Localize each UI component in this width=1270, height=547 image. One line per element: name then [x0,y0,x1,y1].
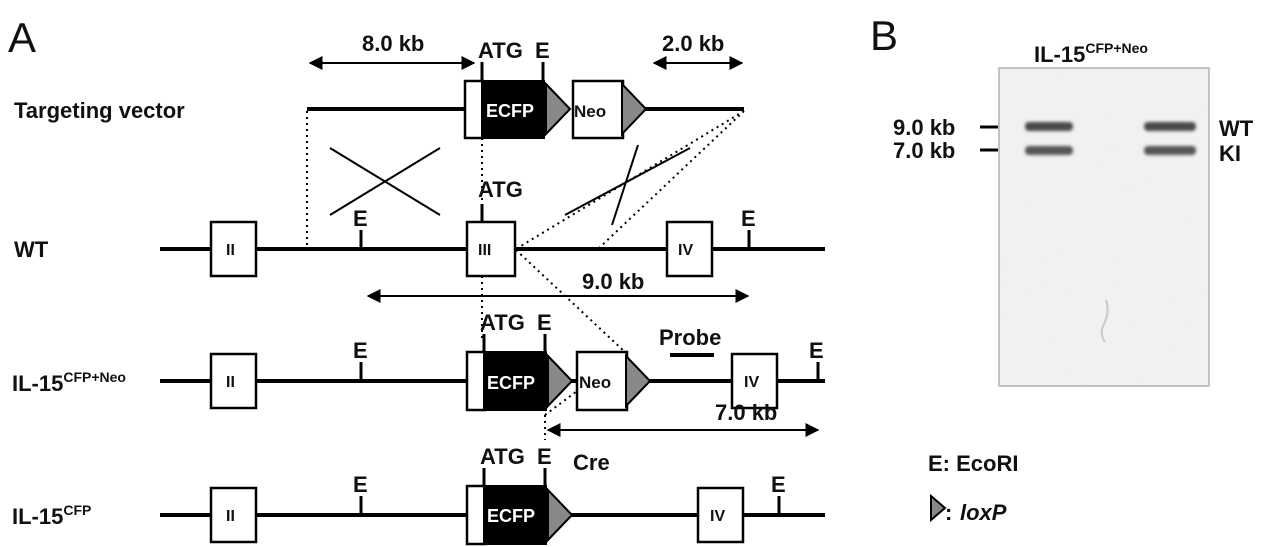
atg-label: ATG [478,38,523,63]
distance-2kb: 2.0 kb [652,31,744,70]
cre-label: Cre [573,450,610,475]
distance-9kb-label: 9.0 kb [582,269,644,294]
southern-blot [998,67,1210,387]
legend-loxp-icon [930,493,947,523]
blot-title-text: IL-15 [1034,42,1085,67]
row-label-il15-cfp-neo-text: IL-15 [12,371,63,396]
distance-8kb-label: 8.0 kb [362,31,424,56]
ecfp-cassette [481,80,545,139]
ecori-site-label: E [535,38,550,63]
size-marker-7kb: 7.0 kb [893,138,998,163]
loxp-site [621,81,648,137]
band-wt-lane1 [1025,122,1073,131]
targeting-vector-construct: ECFP Neo ATG E [307,38,744,140]
utr-box [465,484,487,546]
band-wt-lane3 [1144,122,1196,131]
blot-title-sup: CFP+Neo [1085,40,1148,56]
atg-label: ATG [478,177,523,202]
size-marker-9kb: 9.0 kb [893,115,998,140]
row-label-il15-cfp-sup: CFP [63,502,91,518]
row-label-targeting: Targeting vector [14,98,185,123]
exon-iii [465,220,517,278]
neo-label: Neo [574,102,606,121]
legend-loxp-prefix: : [945,500,952,525]
blot-title: IL-15CFP+Neo [1034,40,1148,67]
ecfp-label: ECFP [487,506,535,526]
exon-ii [209,352,258,410]
exon-iv-label: IV [744,374,759,391]
exon-ii-label: II [226,242,235,259]
ecori-site-label: E [809,338,824,363]
exon-ii [209,486,258,544]
exon-iv [696,486,745,544]
distance-8kb: 8.0 kb [308,31,476,70]
ecori-site-label: E [353,338,368,363]
row-label-il15-cfp: IL-15CFP [12,502,91,529]
loxp-site [547,487,574,543]
panel-b-letter: B [870,12,898,59]
legend-ecori: E: EcoRI [928,451,1018,476]
row-label-il15-cfp-neo-sup: CFP+Neo [63,369,126,385]
legend: E: EcoRI : loxP [928,451,1018,525]
recombination-cross-left [329,147,441,216]
wt-locus: II III IV E E ATG [160,177,825,278]
exon-iii-label: III [478,242,491,259]
loxp-site [625,353,652,409]
probe-label: Probe [659,325,721,350]
ecori-site-label: E [353,206,368,231]
distance-7kb-label: 7.0 kb [715,400,777,425]
legend-loxp-label: loxP [960,500,1007,525]
ecori-site-label: E [353,472,368,497]
ecfp-label: ECFP [487,373,535,393]
exon-ii-label: II [226,374,235,391]
exon-ii-label: II [226,508,235,525]
panel-a-letter: A [8,14,36,61]
exon-iv-label: IV [710,508,725,525]
il15-cfp-neo-locus: II ECFP Neo IV E E ATG E Probe [160,310,825,412]
ecori-site-label: E [771,472,786,497]
exon-iv-label: IV [678,242,693,259]
utr-box [465,350,487,412]
recombination-cross-right [564,144,691,226]
row-label-il15-cfp-neo: IL-15CFP+Neo [12,369,126,396]
ecori-site-label: E [537,444,552,469]
loxp-site [545,81,572,137]
utr-box [463,79,485,140]
band-label-wt: WT [1219,116,1254,141]
marker-7kb-label: 7.0 kb [893,138,955,163]
neo-cassette [575,350,629,412]
atg-label: ATG [480,310,525,335]
band-ki-lane1 [1025,146,1073,155]
ecfp-cassette [483,485,547,545]
marker-9kb-label: 9.0 kb [893,115,955,140]
row-label-il15-cfp-text: IL-15 [12,504,63,529]
ecori-site-label: E [741,206,756,231]
il15-cfp-locus: II ECFP IV E E ATG E [160,444,825,546]
loxp-site [547,353,574,409]
exon-ii [209,220,258,278]
exon-iv [665,220,714,278]
row-label-wt: WT [14,237,49,262]
distance-2kb-label: 2.0 kb [662,31,724,56]
ecfp-cassette [483,351,547,411]
band-ki-lane3 [1144,146,1196,155]
neo-cassette [571,79,625,140]
exon-iv [730,352,779,410]
band-label-ki: KI [1219,141,1241,166]
ecfp-label: ECFP [486,101,534,121]
atg-label: ATG [480,444,525,469]
neo-label: Neo [579,373,611,392]
distance-9kb: 9.0 kb [366,269,750,303]
distance-7kb: 7.0 kb [546,400,820,437]
ecori-site-label: E [537,310,552,335]
